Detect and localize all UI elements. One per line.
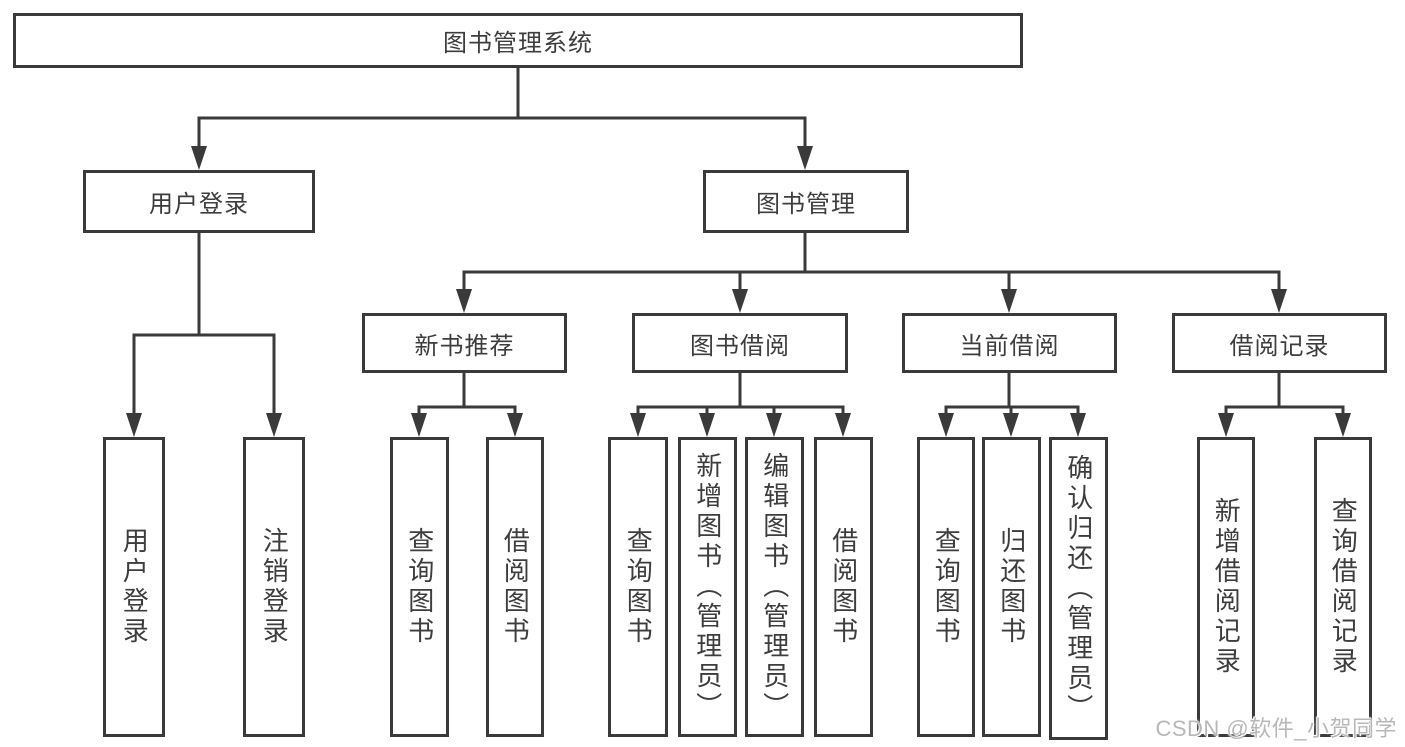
node-leaf-borrow-books-2: 借阅图书 xyxy=(814,437,873,737)
node-book-borrow-label: 图书借阅 xyxy=(690,332,790,360)
node-book-management: 图书管理 xyxy=(703,170,909,233)
node-leaf-query-borrow-record: 查询借阅记录 xyxy=(1314,437,1372,737)
node-leaf-user-login: 用户登录 xyxy=(103,437,165,737)
leaf-label: 查询图书 xyxy=(404,527,435,647)
leaf-label: 查询借阅记录 xyxy=(1328,497,1359,677)
arrow-icon xyxy=(126,413,142,437)
connector-borrow-records-branch xyxy=(1224,373,1345,419)
leaf-label: 新增借阅记录 xyxy=(1211,497,1242,677)
arrow-icon xyxy=(456,289,472,313)
node-leaf-add-books-admin: 新增图书（管理员） xyxy=(678,437,737,737)
arrow-icon xyxy=(1001,289,1017,313)
leaf-label: 查询图书 xyxy=(931,527,962,647)
node-leaf-logout: 注销登录 xyxy=(243,437,305,737)
arrow-icon xyxy=(1070,413,1086,437)
node-root-label: 图书管理系统 xyxy=(443,30,593,57)
node-book-management-label: 图书管理 xyxy=(756,191,856,218)
node-leaf-edit-books-admin: 编辑图书（管理员） xyxy=(745,437,804,737)
connector-book-borrow-branch xyxy=(636,373,845,419)
node-user-login: 用户登录 xyxy=(83,170,315,233)
leaf-label: 借阅图书 xyxy=(828,527,859,647)
arrow-icon xyxy=(797,146,813,170)
node-leaf-return-books: 归还图书 xyxy=(982,437,1041,737)
leaf-label: 借阅图书 xyxy=(500,527,531,647)
leaf-label: 归还图书 xyxy=(996,527,1027,647)
leaf-label: 注销登录 xyxy=(259,527,290,647)
arrow-icon xyxy=(1003,413,1019,437)
arrow-icon xyxy=(1335,413,1351,437)
arrow-icon xyxy=(699,413,715,437)
arrow-icon xyxy=(630,413,646,437)
connector-new-book-branch xyxy=(417,373,517,419)
node-new-book-recommend: 新书推荐 xyxy=(362,313,567,373)
arrow-icon xyxy=(732,289,748,313)
connector-root-to-level1 xyxy=(197,68,807,152)
connector-current-borrow-branch xyxy=(944,373,1080,419)
leaf-label: 编辑图书（管理员） xyxy=(759,452,790,722)
arrow-icon xyxy=(835,413,851,437)
node-user-login-label: 用户登录 xyxy=(149,191,249,218)
arrow-icon xyxy=(1271,289,1287,313)
node-book-borrow: 图书借阅 xyxy=(632,313,848,373)
node-leaf-query-books-3: 查询图书 xyxy=(917,437,975,737)
arrow-icon xyxy=(938,413,954,437)
leaf-label: 查询图书 xyxy=(623,527,654,647)
leaf-label: 用户登录 xyxy=(119,527,150,647)
leaf-label: 新增图书（管理员） xyxy=(692,452,723,722)
arrow-icon xyxy=(1218,413,1234,437)
node-leaf-borrow-books-1: 借阅图书 xyxy=(486,437,544,737)
arrow-icon xyxy=(411,413,427,437)
arrow-icon xyxy=(191,146,207,170)
connector-book-management-branch xyxy=(462,233,1281,295)
node-borrow-records: 借阅记录 xyxy=(1172,313,1387,373)
node-current-borrow-label: 当前借阅 xyxy=(959,332,1060,360)
node-borrow-records-label: 借阅记录 xyxy=(1229,332,1330,360)
node-leaf-confirm-return-admin: 确认归还（管理员） xyxy=(1049,437,1108,740)
node-current-borrow: 当前借阅 xyxy=(902,313,1117,373)
leaf-label: 确认归还（管理员） xyxy=(1063,453,1094,724)
arrow-icon xyxy=(507,413,523,437)
node-new-book-recommend-label: 新书推荐 xyxy=(414,332,515,360)
csdn-watermark: CSDN @软件_小贺同学 xyxy=(1155,716,1397,741)
node-root: 图书管理系统 xyxy=(13,13,1023,68)
arrowheads xyxy=(126,146,1351,437)
connector-user-login-branch xyxy=(132,233,276,419)
arrow-icon xyxy=(266,413,282,437)
node-leaf-add-borrow-record: 新增借阅记录 xyxy=(1197,437,1255,737)
node-leaf-query-books-2: 查询图书 xyxy=(608,437,668,737)
node-leaf-query-books-1: 查询图书 xyxy=(390,437,449,737)
arrow-icon xyxy=(766,413,782,437)
